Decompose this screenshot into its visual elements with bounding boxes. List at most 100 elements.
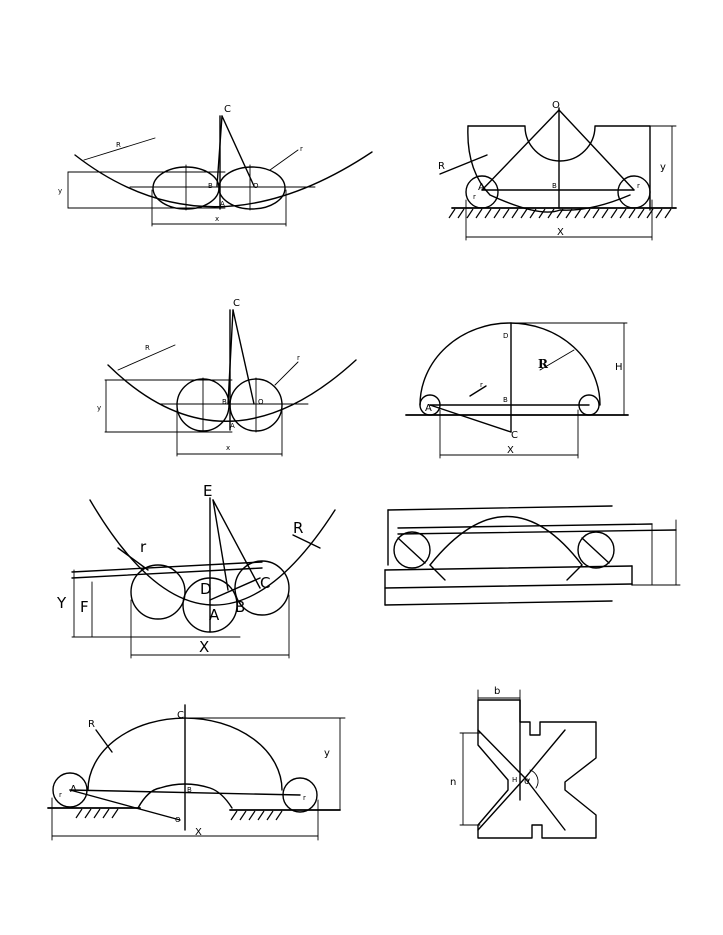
fig4-label-D: D <box>503 332 508 340</box>
fig5-band <box>71 561 263 579</box>
fig7-label-C: C <box>177 710 184 721</box>
fig8-label-b: b <box>494 686 500 697</box>
fig4-label-R: R <box>538 357 549 371</box>
fig8-block-outline <box>477 699 597 839</box>
fig7-label-y: y <box>324 748 330 759</box>
fig8-v-left <box>477 729 526 779</box>
fig8-label-n: n <box>450 777 456 788</box>
fig8-alpha-arc <box>529 769 539 789</box>
fig3-label-A: A <box>230 422 235 430</box>
figure-6 <box>384 505 681 606</box>
fig1-label-y: y <box>58 187 62 195</box>
fig3-label-x: x <box>226 444 230 452</box>
fig2-label-r-left: r <box>473 193 476 201</box>
fig5-label-D: D <box>200 580 212 598</box>
fig6-roller-right <box>577 531 615 569</box>
fig6-roller-right-diag <box>581 537 610 564</box>
fig5-large-arc <box>89 499 336 606</box>
figure-7: C R y A r r B O X <box>47 704 346 841</box>
fig7-label-B: B <box>187 786 192 794</box>
fig3-R-leader <box>117 344 176 371</box>
fig1-large-arc <box>74 151 373 208</box>
fig4-label-r: r <box>480 381 483 389</box>
fig2-roller-right <box>617 175 651 209</box>
fig8-label-H: H <box>512 776 517 784</box>
fig1-label-O: O <box>253 182 259 190</box>
fig3-line-CO <box>232 309 255 405</box>
fig1-label-A: A <box>220 200 225 208</box>
fig1-line-CB <box>216 115 223 187</box>
fig6-roller-left <box>393 531 431 569</box>
fig4-label-H: H <box>615 362 623 373</box>
fig5-label-B: B <box>235 598 245 616</box>
fig2-label-A: A <box>478 182 485 193</box>
fig3-label-R: R <box>145 344 150 352</box>
fig5-roller-left <box>130 564 186 620</box>
fig5-label-r: r <box>140 538 147 556</box>
fig5-line-EC <box>212 499 261 589</box>
fig2-block-outline <box>467 125 651 211</box>
fig5-label-R: R <box>293 519 303 537</box>
fig1-label-B: B <box>208 182 213 190</box>
figure-4: D R H r A B C X <box>405 322 629 459</box>
fig5-label-F: F <box>80 598 89 616</box>
fig7-label-R: R <box>88 719 95 730</box>
fig2-label-X: X <box>557 227 564 238</box>
fig6-bottom-dim <box>384 600 613 606</box>
fig5-label-X: X <box>199 638 209 656</box>
fig6-band-1 <box>397 523 653 529</box>
fig4-label-X: X <box>507 445 514 456</box>
fig1-label-C: C <box>224 104 231 115</box>
fig7-R-leader <box>95 729 113 753</box>
fig3-r-leader <box>274 361 299 386</box>
fig6-top-plate-upper <box>387 505 613 511</box>
fig4-R-leader <box>539 349 575 371</box>
fig2-block-left-side <box>467 125 631 213</box>
fig1-R-leader <box>83 137 156 161</box>
fig1-label-r: r <box>300 145 303 153</box>
fig5-r-leader <box>117 547 149 571</box>
fig1-line-CO <box>221 115 255 187</box>
fig1-label-x: x <box>215 215 219 223</box>
fig2-line-OA <box>481 109 560 191</box>
fig4-line-AC <box>429 404 512 433</box>
figure-3: C B O A R r y x <box>97 298 357 457</box>
fig6-arc <box>429 516 583 566</box>
fig5-line-ED <box>212 499 229 591</box>
fig6-base-lower <box>384 583 633 589</box>
fig8-v-right <box>524 729 566 779</box>
fig7-label-r-right: r <box>303 794 306 802</box>
fig1-roller-right <box>218 166 286 210</box>
fig5-label-C: C <box>260 574 270 592</box>
fig2-label-r-right: r <box>637 182 640 190</box>
fig8-label-alpha: α <box>524 776 531 787</box>
fig6-band-2 <box>397 529 677 535</box>
fig7-label-A: A <box>70 784 77 795</box>
fig5-label-Y: Y <box>56 594 67 612</box>
fig8-v-right-low <box>524 777 566 831</box>
fig5-R-leader <box>292 534 321 549</box>
fig1-label-R: R <box>116 141 121 149</box>
fig5-label-A: A <box>209 606 220 624</box>
fig3-label-B: B <box>222 398 227 406</box>
fig7-label-X: X <box>195 827 202 838</box>
fig2-label-B: B <box>552 182 557 190</box>
figure-2: O R A B r r y X <box>438 100 677 241</box>
figure-5: E R r D C A B Y F X <box>56 482 336 659</box>
fig8-v-left-low <box>477 777 526 831</box>
fig3-label-y: y <box>97 404 101 412</box>
fig4-label-A: A <box>425 403 432 414</box>
fig2-R-leader <box>439 154 488 175</box>
fig5-line-DC <box>209 577 261 601</box>
fig7-label-r-left: r <box>59 791 62 799</box>
fig5-label-E: E <box>203 482 212 500</box>
fig2-label-y: y <box>660 162 666 173</box>
fig3-label-r: r <box>297 354 300 362</box>
fig1-r-leader <box>269 149 299 171</box>
fig2-label-R: R <box>438 161 445 172</box>
fig4-label-C: C <box>511 430 518 441</box>
fig2-label-O: O <box>552 100 560 111</box>
fig3-label-C: C <box>233 298 240 309</box>
fig7-label-O: O <box>175 816 181 824</box>
fig5-roller-right <box>234 560 290 616</box>
